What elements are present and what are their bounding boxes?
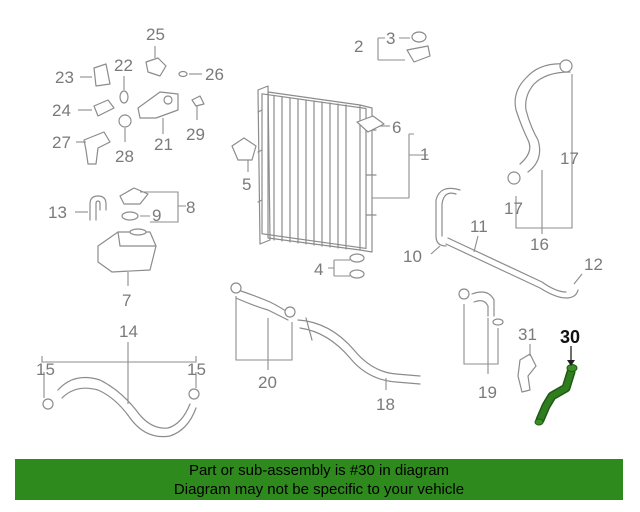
callout-20[interactable]: 20 <box>258 373 277 392</box>
sensor-part-29[interactable] <box>191 95 205 107</box>
gasket-part-22[interactable] <box>119 90 129 104</box>
callout-3[interactable]: 3 <box>386 29 395 48</box>
callout-29[interactable]: 29 <box>186 125 205 144</box>
water-pipe-part-18[interactable] <box>297 317 421 385</box>
heater-hose-part-19[interactable] <box>458 288 504 326</box>
radiator-mount-bracket-part[interactable] <box>356 115 385 133</box>
callout-10[interactable]: 10 <box>403 247 422 266</box>
callout-17a[interactable]: 17 <box>560 149 579 168</box>
leader-1 <box>372 133 428 199</box>
oring-part-26[interactable] <box>178 70 188 78</box>
callout-5[interactable]: 5 <box>242 175 251 194</box>
notice-banner: Part or sub-assembly is #30 in diagram D… <box>15 459 623 500</box>
callout-23[interactable]: 23 <box>55 68 74 87</box>
callout-19[interactable]: 19 <box>478 383 497 402</box>
radiator-cap-part[interactable] <box>406 31 431 63</box>
callout-8[interactable]: 8 <box>186 198 195 217</box>
thermostat-cover-part[interactable] <box>93 63 111 87</box>
reservoir-hose-part-11[interactable] <box>445 237 579 299</box>
callout-2[interactable]: 2 <box>354 37 363 56</box>
leader-4 <box>328 259 350 277</box>
callout-21[interactable]: 21 <box>154 135 173 154</box>
coolant-reservoir-part[interactable] <box>97 228 157 273</box>
bypass-hose-part-10[interactable] <box>435 187 461 247</box>
leader-11 <box>473 235 479 253</box>
callout-17b[interactable]: 17 <box>504 199 523 218</box>
lower-mount-part[interactable] <box>349 253 365 279</box>
callout-6[interactable]: 6 <box>392 118 401 137</box>
radiator-part[interactable] <box>257 85 377 253</box>
callout-18[interactable]: 18 <box>376 395 395 414</box>
callout-28[interactable]: 28 <box>115 147 134 166</box>
bypass-pipe-part[interactable] <box>93 99 115 117</box>
leader-19 <box>463 304 499 374</box>
hose-fitting-part-31[interactable] <box>517 353 537 393</box>
lower-radiator-hose-part[interactable] <box>42 377 200 438</box>
highlighted-pipe-part-30[interactable] <box>534 364 578 426</box>
callout-31[interactable]: 31 <box>518 325 537 344</box>
callout-7[interactable]: 7 <box>122 291 131 310</box>
callout-30[interactable]: 30 <box>560 327 580 347</box>
notice-line-1: Part or sub-assembly is #30 in diagram <box>188 462 450 479</box>
leader-14-bar <box>41 356 197 363</box>
leader-20 <box>235 296 293 370</box>
callout-27[interactable]: 27 <box>52 133 71 152</box>
callout-9[interactable]: 9 <box>152 206 161 225</box>
leader-15 <box>43 372 197 398</box>
callout-26[interactable]: 26 <box>205 65 224 84</box>
callout-15a[interactable]: 15 <box>36 360 55 379</box>
callout-11[interactable]: 11 <box>470 217 488 236</box>
callout-12[interactable]: 12 <box>584 255 603 274</box>
callout-1[interactable]: 1 <box>420 145 429 164</box>
notice-line-2: Diagram may not be specific to your vehi… <box>173 481 465 498</box>
callout-25[interactable]: 25 <box>146 25 165 44</box>
callout-4[interactable]: 4 <box>314 260 323 279</box>
radiator-insulator-part[interactable] <box>231 137 257 161</box>
leader-30-arrowhead <box>567 360 575 366</box>
leader-10 <box>430 245 441 255</box>
leader-8-9 <box>140 191 186 223</box>
callout-14[interactable]: 14 <box>119 322 138 341</box>
heater-hose-part-20[interactable] <box>230 282 296 321</box>
leader-2-3 <box>377 37 410 61</box>
callout-24[interactable]: 24 <box>52 101 71 120</box>
thermostat-housing-part[interactable] <box>137 91 179 119</box>
leader-16-17 <box>515 74 573 234</box>
callout-13[interactable]: 13 <box>48 203 67 222</box>
overflow-hose-part[interactable] <box>89 195 107 221</box>
thermostat-part[interactable] <box>118 114 132 128</box>
callout-15b[interactable]: 15 <box>187 360 206 379</box>
water-inlet-part[interactable] <box>83 131 111 165</box>
callout-22[interactable]: 22 <box>114 56 133 75</box>
leader-12 <box>573 273 583 285</box>
water-outlet-part[interactable] <box>145 57 167 77</box>
upper-radiator-hose-part[interactable] <box>507 59 573 185</box>
callout-16[interactable]: 16 <box>530 235 549 254</box>
reservoir-cap-part[interactable] <box>119 187 149 221</box>
